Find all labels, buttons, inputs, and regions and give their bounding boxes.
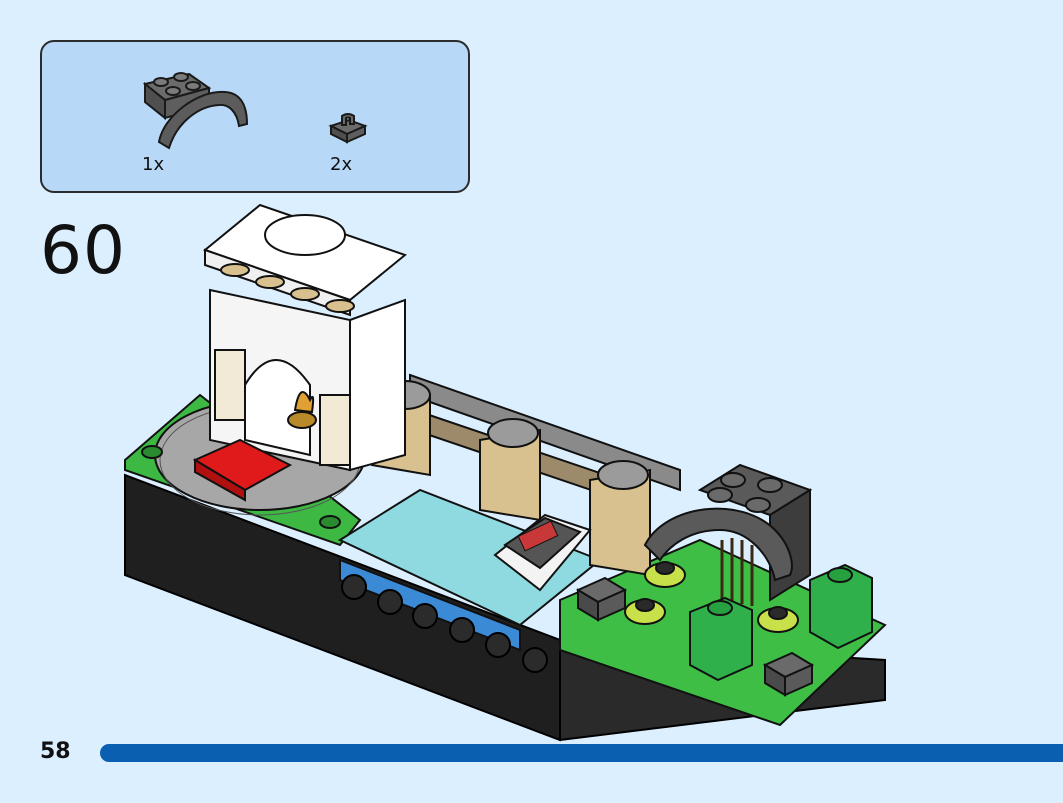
step-number: 60	[40, 212, 126, 289]
part-quantity: 2x	[330, 154, 353, 175]
part-quantity: 1x	[142, 154, 165, 175]
arch-plate-icon	[142, 72, 249, 150]
clip-tile-icon	[328, 113, 368, 144]
build-model-illustration	[124, 203, 887, 742]
progress-bar	[100, 744, 1063, 762]
progress-fill	[100, 744, 1063, 762]
parts-callout: 1x 2x	[40, 40, 470, 193]
page-number: 58	[40, 739, 71, 764]
